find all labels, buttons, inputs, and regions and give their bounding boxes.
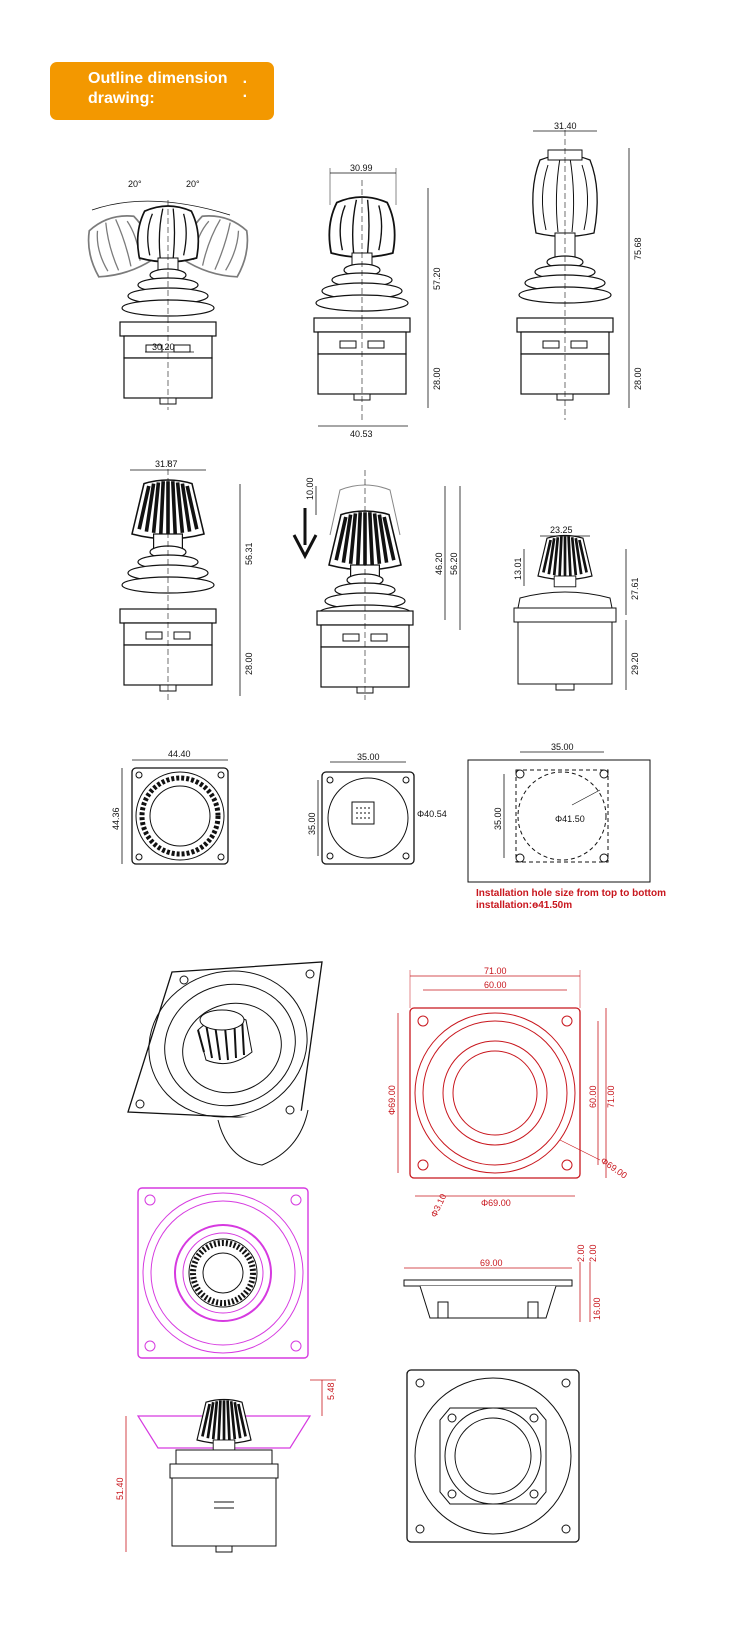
dim-top-width-6: 23.25 xyxy=(550,525,573,535)
magenta-center-knob xyxy=(188,1238,258,1308)
dim-bottom-diameter: Φ40.54 xyxy=(417,809,447,819)
dim-hole-height: 35.00 xyxy=(493,807,503,830)
joystick-tilt-view xyxy=(80,200,256,410)
header-title: Outline dimension drawing: xyxy=(88,70,228,107)
dim-bottom-height: 35.00 xyxy=(307,812,317,835)
dim-side-b: 2.00 xyxy=(588,1244,598,1262)
header-colon: ·· xyxy=(242,74,248,105)
dim-hole-diameter: Φ41.50 xyxy=(555,814,585,824)
dim-base-width-2: 40.53 xyxy=(350,429,373,439)
joystick-front-view-3 xyxy=(119,460,241,700)
dim-press-travel: 10.00 xyxy=(305,477,315,500)
installation-hole-view xyxy=(467,751,651,883)
dim-top-view-width-1: 44.40 xyxy=(168,749,191,759)
dim-low-top: 5.48 xyxy=(326,1382,336,1400)
dim-tilt-right: 20° xyxy=(186,179,200,189)
dim-height-2: 57.20 xyxy=(432,267,442,290)
dim-flange-bottom: Φ69.00 xyxy=(481,1198,511,1208)
dim-flange-height-outer: 71.00 xyxy=(606,1085,616,1108)
joystick-front-view-2 xyxy=(516,130,630,420)
dim-flange-width-holes: 60.00 xyxy=(484,980,507,990)
dim-top-width-2: 30.99 xyxy=(350,163,373,173)
dim-top-view-height-1: 44.36 xyxy=(111,807,121,830)
joystick-front-view-1 xyxy=(313,168,429,427)
joystick-low-profile-view xyxy=(513,534,627,691)
dim-base-height-6: 29.20 xyxy=(630,652,640,675)
dim-side-c: 16.00 xyxy=(592,1297,602,1320)
section-header: Outline dimension drawing: ·· xyxy=(50,62,274,120)
dim-top-width-4: 31.87 xyxy=(155,459,178,469)
dim-height-press-2: 56.20 xyxy=(449,552,459,575)
bottom-flange-top-view xyxy=(406,1369,580,1543)
dim-top-width-3: 31.40 xyxy=(554,121,577,131)
flange-dimension-drawing xyxy=(397,970,607,1197)
low-mount-side-view xyxy=(125,1379,336,1553)
installation-note: Installation hole size from top to botto… xyxy=(476,888,666,911)
dim-base-height-3: 28.00 xyxy=(633,367,643,390)
dim-flange-circle: Φ69.00 xyxy=(599,1155,629,1180)
dim-flange-height-holes: 60.00 xyxy=(588,1085,598,1108)
dim-side-a: 2.00 xyxy=(576,1244,586,1262)
isometric-flange-view xyxy=(127,961,323,1166)
dim-side-width: 69.00 xyxy=(480,1258,503,1268)
dim-low-height: 51.40 xyxy=(115,1477,125,1500)
dim-flange-width-outer: 71.00 xyxy=(484,966,507,976)
dim-height-press-1: 46.20 xyxy=(434,552,444,575)
dim-tilt-left: 20° xyxy=(128,179,142,189)
dim-height-6: 27.61 xyxy=(630,577,640,600)
flange-side-profile xyxy=(403,1262,591,1322)
dim-knob-height-6: 13.01 xyxy=(513,557,523,580)
top-view-1 xyxy=(121,759,229,865)
dim-height-3: 75.68 xyxy=(633,237,643,260)
dim-height-4: 56.31 xyxy=(244,542,254,565)
dim-flange-height-diameter: Φ69.00 xyxy=(387,1085,397,1115)
dim-base-width-1: 30.20 xyxy=(152,342,175,352)
joystick-press-view xyxy=(292,470,461,700)
magenta-top-view xyxy=(137,1187,309,1359)
dim-bottom-width: 35.00 xyxy=(357,752,380,762)
dim-base-height-4: 28.00 xyxy=(244,652,254,675)
bottom-view-connector xyxy=(317,761,415,865)
dim-hole-width: 35.00 xyxy=(551,742,574,752)
dim-base-height-2: 28.00 xyxy=(432,367,442,390)
